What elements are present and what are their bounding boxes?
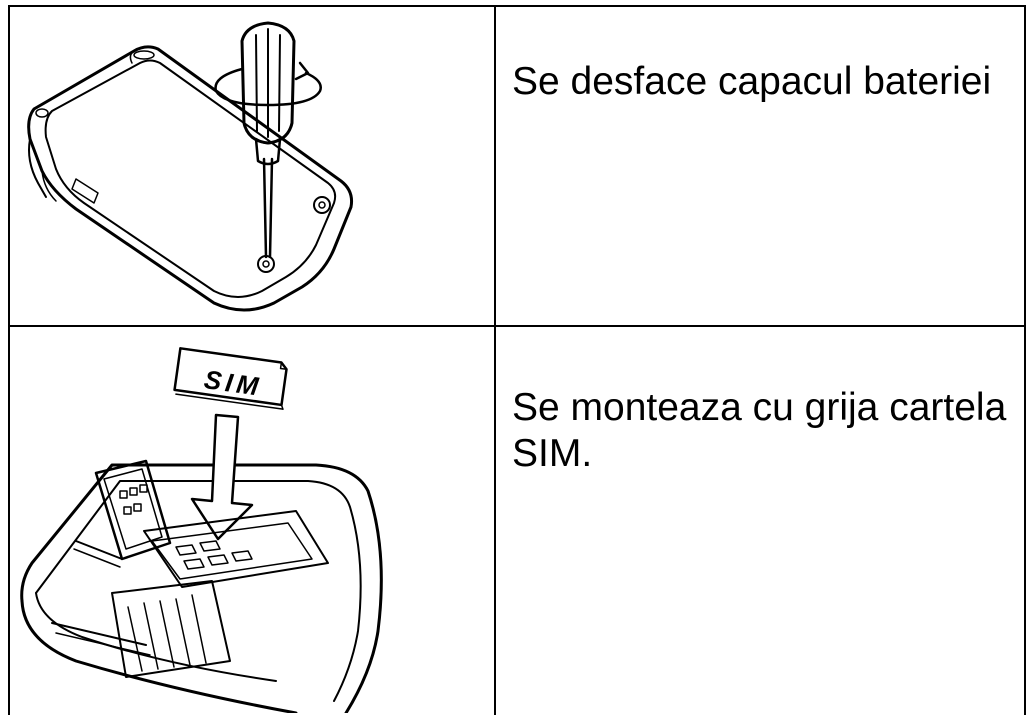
column-divider xyxy=(494,327,496,715)
step-1-illustration xyxy=(16,11,486,321)
step-2-illustration: SIM xyxy=(16,331,486,713)
screwdriver-device-drawing xyxy=(27,21,353,312)
step-1-text: Se desface capacul bateriei xyxy=(512,59,1012,105)
sim-insertion-drawing: SIM xyxy=(20,347,383,713)
step-row-2: SIM xyxy=(10,327,1024,715)
step-2-line-2: SIM. xyxy=(512,432,593,475)
step-2-text: Se monteaza cu grija cartela SIM. xyxy=(512,385,1012,477)
instruction-table: Se desface capacul bateriei xyxy=(8,5,1026,715)
step-2-line-1: Se monteaza cu grija cartela xyxy=(512,386,1007,429)
step-1-line-1: Se desface capacul bateriei xyxy=(512,60,992,103)
step-row-1: Se desface capacul bateriei xyxy=(10,7,1024,327)
column-divider xyxy=(494,7,496,325)
